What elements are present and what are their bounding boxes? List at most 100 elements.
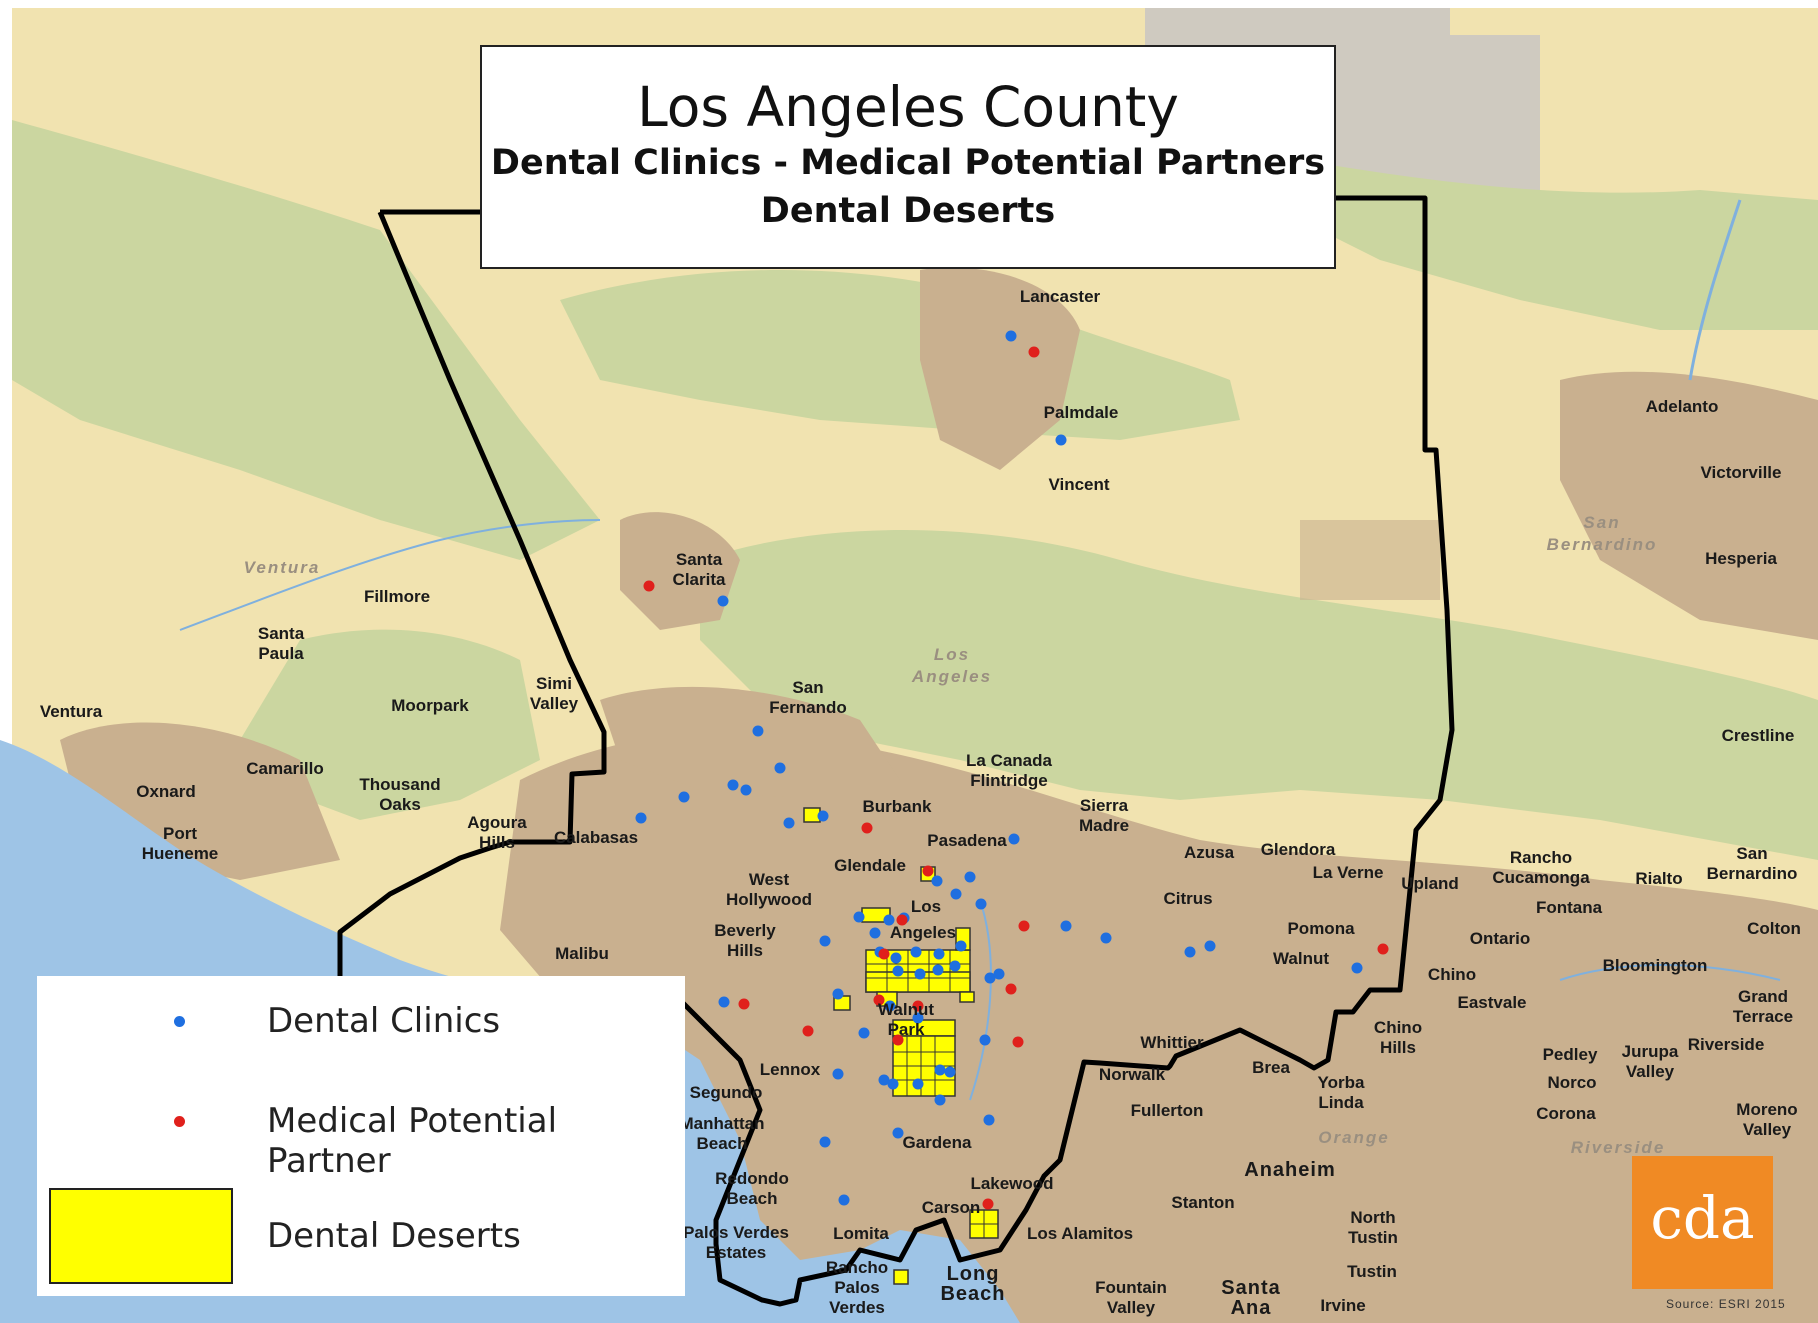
place-label: Carson [921,1198,981,1217]
partner-marker [1028,346,1040,358]
clinic-marker [1008,833,1020,845]
place-label: Agoura Hills [467,813,527,852]
place-label: Port Hueneme [141,824,219,863]
partner-marker [892,1034,904,1046]
clinic-marker [931,875,943,887]
place-label: San Bernardino [1706,844,1798,883]
urban-basin [500,732,1818,1323]
place-label-major: Anaheim [1244,1159,1336,1181]
place-label: Calabasas [553,828,639,847]
place-label: Jurupa Valley [1621,1042,1679,1081]
partner-marker [873,994,885,1006]
clinic-marker [884,1000,896,1012]
clinic-marker [832,988,844,1000]
place-label: Corona [1536,1104,1596,1123]
place-label-major: Santa Ana [1221,1277,1281,1319]
clinic-marker [740,784,752,796]
place-label: Moorpark [391,696,469,715]
clinic-marker [934,1094,946,1106]
legend-item-clinics: Dental Clinics [37,986,685,1066]
place-label: Simi Valley [529,674,579,713]
clinic-marker [932,964,944,976]
place-label: Palmdale [1043,403,1119,422]
forest-antelope [560,270,1240,440]
desert-legend-swatch [49,1188,233,1284]
clinic-marker [887,1078,899,1090]
place-label: Moreno Valley [1736,1100,1798,1139]
place-label: Los Alamitos [1026,1224,1134,1243]
clinic-marker [975,898,987,910]
partner-marker [1005,983,1017,995]
clinic-marker [1055,434,1067,446]
place-label: Camarillo [246,759,324,778]
partner-marker [802,1025,814,1037]
clinic-marker [1100,932,1112,944]
place-label: Pasadena [927,831,1007,850]
urban-valley [600,686,900,800]
clinic-marker [853,911,865,923]
clinic-marker [984,972,996,984]
region-label-san-bernardino: San Bernardino [1546,513,1658,554]
place-label: Grand Terrace [1732,987,1794,1026]
place-label: Rialto [1635,869,1683,888]
place-label: Ventura [39,702,103,721]
place-label: Azusa [1183,843,1235,862]
place-label: Thousand Oaks [359,775,441,814]
clinic-marker [955,940,967,952]
urban-victorville [1560,371,1818,640]
forest-san-gabriel [700,530,1818,860]
place-label: North Tustin [1348,1208,1398,1247]
place-label: Fountain Valley [1095,1278,1167,1317]
map-subtitle: Dental Clinics - Medical Potential Partn… [490,143,1326,183]
forest-northeast [1300,160,1818,330]
place-label: Fillmore [363,587,431,606]
place-label: Norwalk [1098,1065,1166,1084]
region-label-orange: Orange [1318,1128,1390,1147]
clinic-marker [890,952,902,964]
place-label: Vincent [1048,475,1110,494]
place-label: Tustin [1347,1262,1397,1281]
clinic-marker [964,871,976,883]
forest-west [12,120,600,560]
place-label: Pedley [1542,1045,1598,1064]
clinic-marker [934,1064,946,1076]
partner-marker [1012,1036,1024,1048]
place-label: Redondo Beach [715,1169,789,1208]
clinic-marker [817,810,829,822]
region-label-los-angeles: Los Angeles [911,645,993,686]
clinic-marker [858,1027,870,1039]
place-label: Lancaster [1019,287,1101,306]
place-label: Colton [1747,919,1801,938]
map-subtitle-2: Dental Deserts [760,191,1056,231]
place-label: Citrus [1163,889,1213,908]
legend-label: Dental Deserts [267,1216,521,1256]
partner-marker [861,822,873,834]
place-label: Angeles [889,923,957,942]
place-label: Hesperia [1705,549,1777,568]
place-label: Beverly Hills [714,921,776,960]
place-label: Victorville [1700,463,1782,482]
place-label: Fullerton [1130,1101,1204,1120]
partner-marker [896,914,908,926]
partner-marker [1377,943,1389,955]
place-label: Glendora [1260,840,1336,859]
place-label: Rancho Cucamonga [1492,848,1590,887]
desert-cell [893,1269,909,1285]
partner-marker [643,580,655,592]
region-label-riverside: Riverside [1570,1138,1666,1157]
clinic-marker [983,1114,995,1126]
forest-santa-monica [240,629,540,820]
place-label: Burbank [862,797,932,816]
clinic-marker [718,996,730,1008]
clinic-marker [869,927,881,939]
clinic-marker [912,1078,924,1090]
place-label: Lennox [759,1060,821,1079]
clinic-marker [914,968,926,980]
place-label: Adelanto [1645,397,1719,416]
clinic-marker [933,948,945,960]
dental-clinics [635,330,1363,1206]
clinic-marker [979,1034,991,1046]
place-label: Eastvale [1457,993,1527,1012]
place-label: Oxnard [136,782,196,801]
